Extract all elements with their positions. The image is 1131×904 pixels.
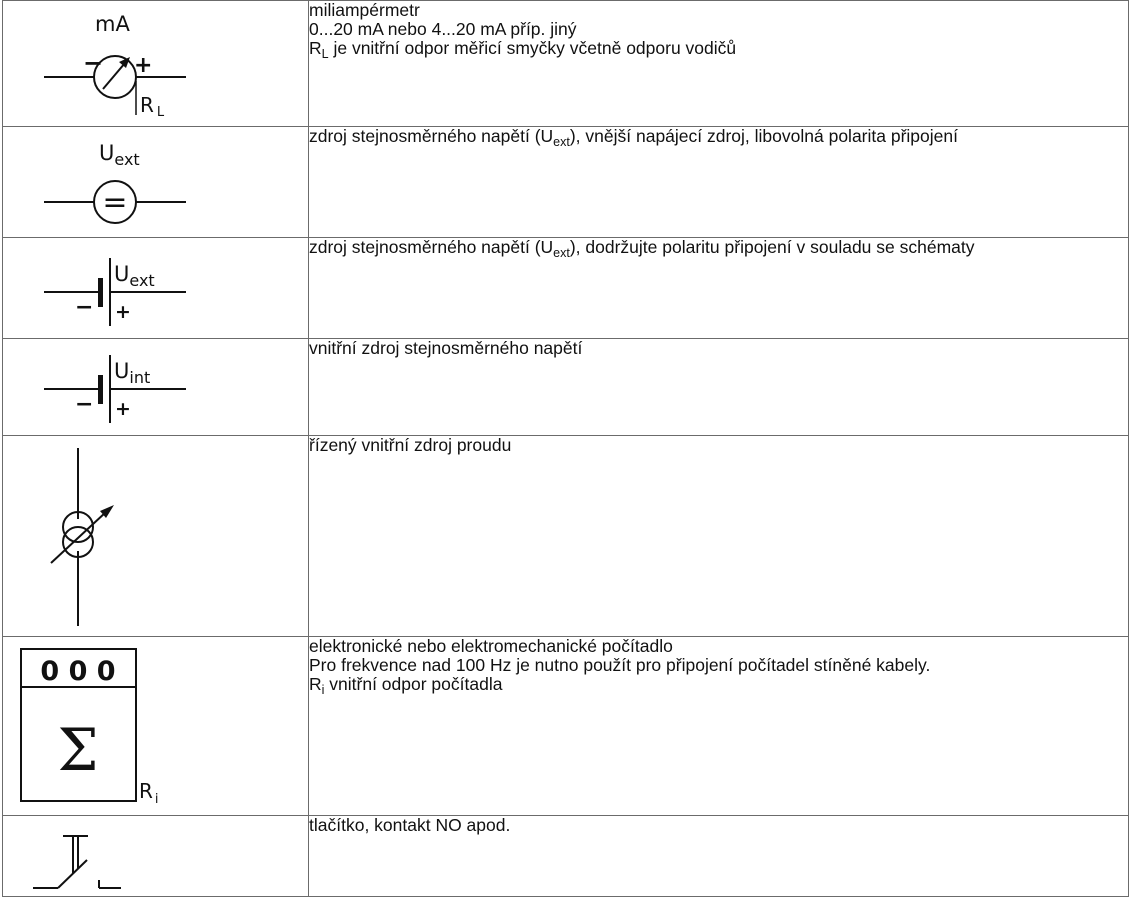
- table-row: Uext − + zdroj stejnosměrného napětí (Ue…: [2, 237, 1129, 339]
- description-line: RL je vnitřní odpor měřicí smyčky včetně…: [309, 38, 737, 61]
- description-cell: vnitřní zdroj stejnosměrného napětí: [308, 338, 1129, 436]
- description-cell: tlačítko, kontakt NO apod.: [308, 815, 1129, 897]
- description-cell: zdroj stejnosměrného napětí (Uext), dodr…: [308, 237, 1129, 339]
- dc-voltage-source-icon: Uext =: [44, 141, 186, 224]
- description-cell: řízený vnitřní zdroj proudu: [308, 435, 1129, 637]
- description-cell: zdroj stejnosměrného napětí (Uext), vněj…: [308, 126, 1129, 238]
- plus-sign: +: [115, 301, 131, 323]
- table-row: Uext = zdroj stejnosměrného napětí (Uext…: [2, 126, 1129, 238]
- symbol-cell: Uint − +: [2, 338, 309, 436]
- description-line: zdroj stejnosměrného napětí (Uext), dodr…: [309, 237, 975, 260]
- symbol-label-top: Uint: [114, 359, 150, 387]
- description-cell: elektronické nebo elektromechanické počí…: [308, 636, 1129, 816]
- minus-sign: −: [75, 295, 93, 320]
- counter-display: 0 0 0: [40, 656, 115, 687]
- plus-sign: +: [115, 398, 131, 420]
- symbol-cell: [2, 815, 309, 897]
- symbol-cell: Uext =: [2, 126, 309, 238]
- description-line: 0...20 mA nebo 4...20 mA příp. jiný: [309, 19, 577, 39]
- symbol-cell: Uext − +: [2, 237, 309, 339]
- description-line: tlačítko, kontakt NO apod.: [309, 815, 511, 835]
- table-row: tlačítko, kontakt NO apod.: [2, 815, 1129, 897]
- description-line: Pro frekvence nad 100 Hz je nutno použít…: [309, 655, 931, 675]
- controlled-current-source-icon: [50, 448, 114, 626]
- symbol-cell: [2, 435, 309, 637]
- description-line: elektronické nebo elektromechanické počí…: [309, 636, 673, 656]
- symbol-label-top: Uext: [114, 262, 155, 290]
- description-line: řízený vnitřní zdroj proudu: [309, 435, 512, 455]
- description-line: vnitřní zdroj stejnosměrného napětí: [309, 338, 583, 358]
- description-cell: miliampérmetr 0...20 mA nebo 4...20 mA p…: [308, 0, 1129, 127]
- battery-int-icon: Uint − +: [44, 355, 186, 423]
- description-line: miliampérmetr: [309, 0, 420, 20]
- symbol-label-top: mA: [95, 12, 130, 36]
- description-line: Ri vnitřní odpor počítadla: [309, 674, 503, 697]
- symbol-label-top: Uext: [99, 141, 140, 169]
- sigma-sign: Σ: [57, 716, 98, 784]
- plus-sign: +: [134, 53, 152, 78]
- battery-ext-icon: Uext − +: [44, 258, 186, 326]
- table-row: řízený vnitřní zdroj proudu: [2, 435, 1129, 637]
- equals-sign: =: [102, 185, 127, 220]
- minus-sign: −: [83, 49, 103, 77]
- push-button-icon: [33, 835, 121, 889]
- table-row: Uint − + vnitřní zdroj stejnosměrného na…: [2, 338, 1129, 436]
- minus-sign: −: [75, 392, 93, 417]
- description-line: zdroj stejnosměrného napětí (Uext), vněj…: [309, 126, 958, 149]
